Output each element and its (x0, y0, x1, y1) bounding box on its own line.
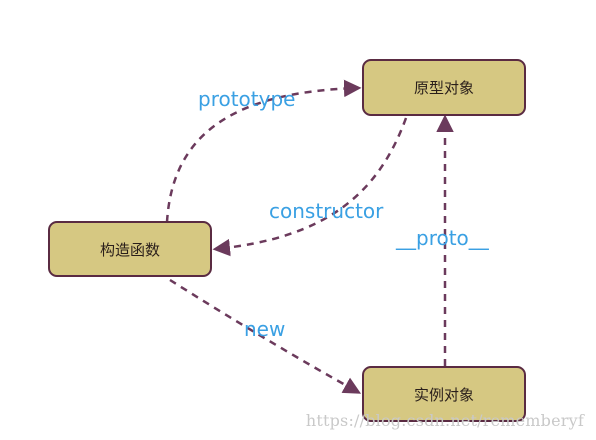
edge-label-new: new (244, 317, 285, 341)
watermark-url: https://blog.csdn.net/rememberyf (305, 411, 584, 430)
edge-label-prototype: prototype (198, 87, 295, 111)
node-label-instance-object: 实例对象 (414, 386, 474, 404)
node-prototype-object: 原型对象 (362, 59, 526, 116)
edge-constructor (212, 117, 408, 257)
node-label-prototype-object: 原型对象 (414, 79, 474, 97)
edge-label-constructor: constructor (269, 199, 384, 223)
node-instance-object: 实例对象 (362, 366, 526, 422)
edge-prototype (165, 79, 362, 223)
node-constructor-function: 构造函数 (48, 221, 212, 277)
edge-new (169, 278, 362, 394)
edge-label-proto: __proto__ (395, 226, 490, 250)
node-label-constructor-function: 构造函数 (100, 241, 160, 259)
